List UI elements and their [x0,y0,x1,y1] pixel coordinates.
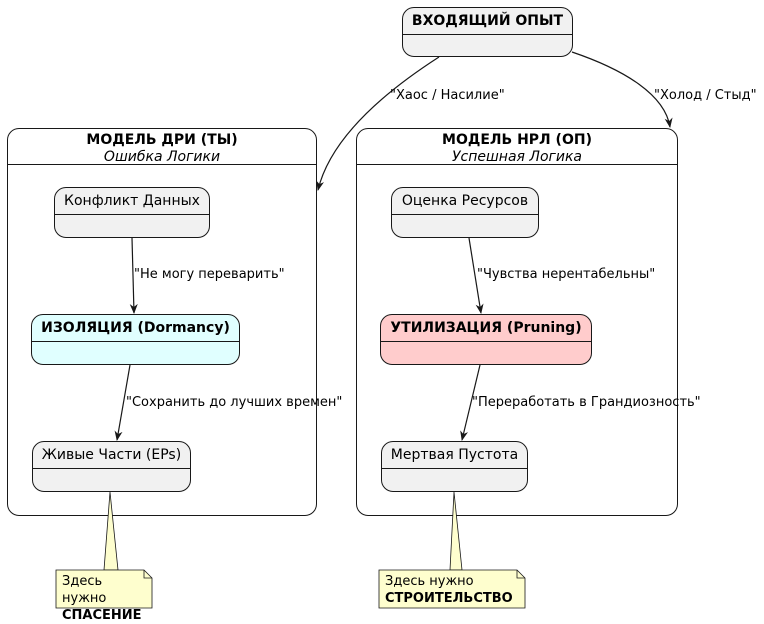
edge-label-right-2: "Переработать в Грандиозность" [472,395,701,410]
state-dead-void: Мертвая Пустота [381,441,528,492]
state-dead-void-label: Мертвая Пустота [382,442,527,469]
state-resource-assessment: Оценка Ресурсов [391,187,539,238]
state-living-parts: Живые Части (EPs) [32,441,191,492]
edge-left-1 [129,237,138,314]
note-right-shape [378,569,526,609]
state-living-parts-label: Живые Части (EPs) [33,442,190,469]
edge-right-2 [460,364,481,441]
incoming-state: ВХОДЯЩИЙ ОПЫТ [402,7,573,57]
note-rescue: Здесь нужно СПАСЕНИЕ [56,571,152,623]
note-right-fold [516,570,525,579]
edge-label-left-2: "Сохранить до лучших времен" [126,395,343,410]
edge-label-chaos-violence: "Хаос / Насилие" [390,88,505,103]
edge-left-2 [114,364,131,441]
state-data-conflict: Конфликт Данных [54,187,210,238]
left-model-divider [8,164,316,165]
note-building-line1: Здесь нужно [385,574,474,589]
note-left-fold [143,570,152,579]
note-left-shape [55,569,153,609]
state-resource-assessment-label: Оценка Ресурсов [392,188,538,215]
note-right-connector [449,491,463,571]
edge-chaos-violence [316,56,440,191]
right-model-title: МОДЕЛЬ НРЛ (ОП) [442,132,592,148]
note-rescue-line1: Здесь нужно [62,574,107,606]
edge-label-cold-shame: "Холод / Стыд" [654,88,757,103]
state-isolation: ИЗОЛЯЦИЯ (Dormancy) [31,314,240,365]
left-model-title: МОДЕЛЬ ДРИ (ТЫ) [86,132,238,148]
state-data-conflict-label: Конфликт Данных [55,188,209,215]
state-pruning-label: УТИЛИЗАЦИЯ (Pruning) [381,315,591,342]
note-building-line2: СТРОИТЕЛЬСТВО [385,591,513,606]
edge-label-right-1: "Чувства нерентабельны" [477,267,656,282]
state-pruning: УТИЛИЗАЦИЯ (Pruning) [380,314,592,365]
right-model-subtitle: Успешная Логика [452,149,582,165]
note-left-connector [103,491,119,571]
edge-cold-shame [571,51,673,128]
edge-right-1 [468,237,484,314]
state-isolation-label: ИЗОЛЯЦИЯ (Dormancy) [32,315,239,342]
incoming-state-title: ВХОДЯЩИЙ ОПЫТ [403,8,572,35]
right-model-divider [357,164,677,165]
note-building: Здесь нужно СТРОИТЕЛЬСТВО [379,571,525,608]
left-model-subtitle: Ошибка Логики [103,149,221,165]
edge-label-left-1: "Не могу переварить" [134,267,285,282]
